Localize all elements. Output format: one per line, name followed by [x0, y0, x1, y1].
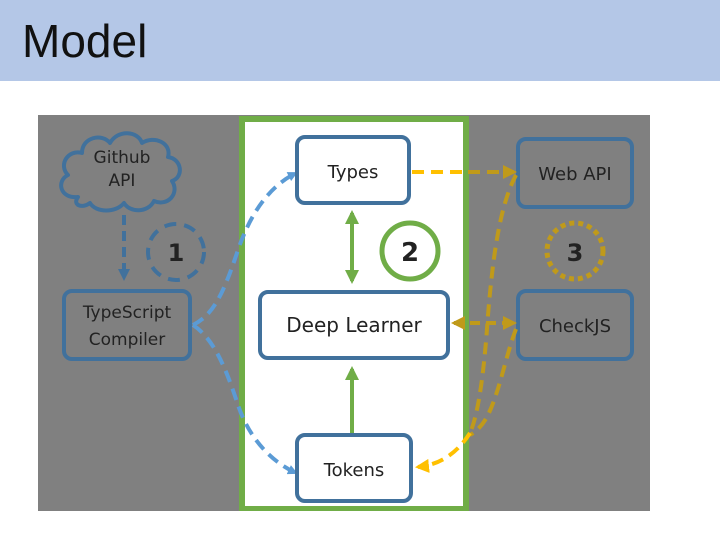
step-3-label: 3: [567, 239, 584, 267]
types-node: Types: [295, 135, 411, 205]
step-2-marker: 2: [379, 220, 441, 282]
arrow-into-tokens-orange: [415, 431, 472, 473]
title-bar: Model: [0, 0, 720, 81]
checkjs-label: CheckJS: [539, 316, 611, 337]
slide-title: Model: [22, 15, 148, 67]
model-diagram: Github API 1 TypeScript Compiler Types D: [38, 115, 650, 516]
tokens-node: Tokens: [295, 433, 413, 503]
deep-learner-node: Deep Learner: [258, 290, 450, 360]
step-3-marker: 3: [544, 220, 606, 282]
typescript-compiler-node: TypeScript Compiler: [62, 289, 192, 361]
web-api-node: Web API: [516, 137, 634, 209]
tokens-label: Tokens: [323, 460, 385, 481]
compiler-label-line1: TypeScript: [82, 303, 172, 323]
step-1-label: 1: [168, 239, 185, 267]
github-api-label-line1: Github: [94, 148, 151, 168]
arrow-web-api-to-tokens-gold: [468, 174, 518, 434]
diagram-canvas: Github API 1 TypeScript Compiler Types D: [38, 115, 650, 512]
deep-learner-label: Deep Learner: [286, 313, 422, 337]
arrow-checkjs-to-tokens-gold: [469, 328, 518, 437]
compiler-label-line2: Compiler: [89, 330, 166, 350]
github-api-cloud: Github API: [59, 131, 182, 213]
checkjs-node: CheckJS: [516, 289, 634, 361]
github-api-label-line2: API: [109, 171, 136, 191]
step-1-marker: 1: [146, 222, 206, 282]
web-api-label: Web API: [538, 164, 611, 185]
arrow-compiler-to-tokens: [191, 323, 298, 475]
step-2-label: 2: [401, 238, 419, 268]
arrow-compiler-to-types: [192, 171, 298, 327]
types-label: Types: [327, 162, 379, 183]
